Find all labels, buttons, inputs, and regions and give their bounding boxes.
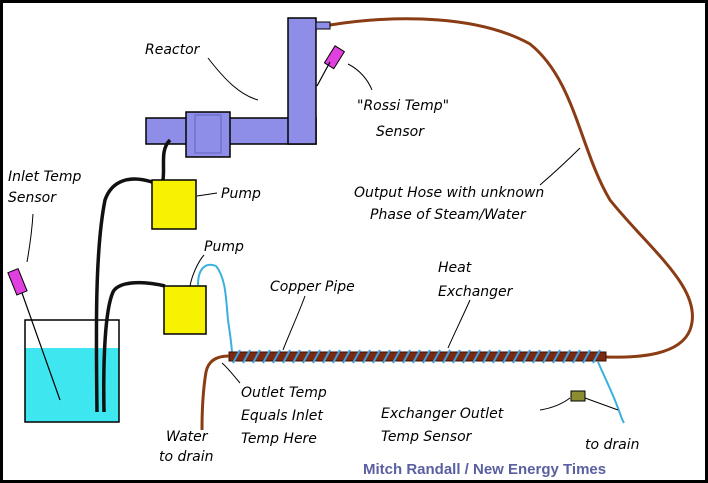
coil-turn xyxy=(592,349,601,364)
exchanger-drain-line xyxy=(597,361,625,424)
label-heat-exchanger-1: Heat xyxy=(438,260,472,276)
inlet-label-pointer xyxy=(26,213,34,263)
coil-turn xyxy=(332,349,341,364)
coil-turn xyxy=(582,349,591,364)
coil-turn xyxy=(472,349,481,364)
reactor-chamber-inner xyxy=(194,114,222,154)
coil-turn xyxy=(462,349,471,364)
bottom-pump-label-pointer xyxy=(189,254,205,287)
label-to-drain: to drain xyxy=(585,437,640,453)
top-pump-to-reactor-hose xyxy=(161,138,172,181)
tank-to-bottom-pump-hose xyxy=(102,280,166,413)
coil-turn xyxy=(232,349,241,364)
rossi-temp-sensor xyxy=(323,45,346,70)
coil-turn xyxy=(302,349,311,364)
exchanger-outlet-sensor-wire xyxy=(584,397,619,411)
coil-turn xyxy=(282,349,291,364)
coil-turn xyxy=(292,349,301,364)
exchanger-outlet-label-pointer xyxy=(539,397,571,411)
inlet-sensor-wire xyxy=(21,292,61,401)
rossi-label-pointer xyxy=(347,63,373,91)
label-pump-top: Pump xyxy=(221,186,261,202)
label-rossi-temp-2: Sensor xyxy=(376,124,425,140)
label-heat-exchanger-2: Exchanger xyxy=(438,284,514,300)
output-hose xyxy=(329,17,694,359)
coil-turn xyxy=(432,349,441,364)
coil-turn xyxy=(422,349,431,364)
coil-turn xyxy=(552,349,561,364)
top-pump-label-pointer xyxy=(196,192,218,197)
pump-to-exchanger-line xyxy=(197,263,233,356)
coil-turn xyxy=(512,349,521,364)
coil-turn xyxy=(522,349,531,364)
label-copper-pipe: Copper Pipe xyxy=(270,279,355,295)
reactor-chamber xyxy=(185,111,231,158)
coil-turn xyxy=(262,349,271,364)
label-outlet-temp-1: Outlet Temp xyxy=(241,385,327,401)
label-outlet-temp-2: Equals Inlet xyxy=(241,408,323,424)
label-rossi-temp-1: "Rossi Temp" xyxy=(357,98,449,114)
coil-turn xyxy=(382,349,391,364)
coil-turn xyxy=(372,349,381,364)
exchanger-outlet-sensor xyxy=(570,390,586,402)
copper-pipe-label-pointer xyxy=(282,295,306,351)
outlet-temp-label-pointer xyxy=(221,362,241,384)
coil-turn xyxy=(542,349,551,364)
label-exchanger-outlet-2: Temp Sensor xyxy=(381,429,473,445)
rossi-sensor-wire xyxy=(316,61,331,87)
coil-turn xyxy=(562,349,571,364)
exchanger-coil xyxy=(232,349,601,364)
tank-to-top-pump-hose xyxy=(94,177,153,413)
coil-turn xyxy=(352,349,361,364)
coil-turn xyxy=(392,349,401,364)
inlet-temp-sensor xyxy=(7,267,28,296)
coil-turn xyxy=(322,349,331,364)
coil-turn xyxy=(272,349,281,364)
tank-outline xyxy=(24,319,120,423)
coil-turn xyxy=(312,349,321,364)
coil-turn xyxy=(502,349,511,364)
label-water-drain-2: to drain xyxy=(159,449,214,465)
top-pump xyxy=(151,179,197,230)
reactor xyxy=(145,17,331,158)
coil-turn xyxy=(442,349,451,364)
credit-line: Mitch Randall / New Energy Times xyxy=(363,461,606,478)
coil-turn xyxy=(452,349,461,364)
coil-turn xyxy=(482,349,491,364)
label-inlet-temp-1: Inlet Temp xyxy=(8,169,82,185)
label-output-hose-1: Output Hose with unknown xyxy=(354,185,544,201)
label-exchanger-outlet-1: Exchanger Outlet xyxy=(381,406,504,422)
coil-turn xyxy=(362,349,371,364)
output-hose-label-pointer xyxy=(539,147,581,186)
reactor-outlet-nozzle xyxy=(315,21,331,30)
coil-turn xyxy=(492,349,501,364)
coil-turn xyxy=(412,349,421,364)
label-output-hose-2: Phase of Steam/Water xyxy=(370,207,527,223)
coil-turn xyxy=(342,349,351,364)
label-reactor: Reactor xyxy=(145,42,201,58)
reactor-vertical-chimney xyxy=(287,17,317,145)
heat-exchanger-label-pointer xyxy=(447,299,471,349)
coil-turn xyxy=(532,349,541,364)
coil-turn xyxy=(252,349,261,364)
water-drain-line xyxy=(200,354,230,431)
label-pump-bottom: Pump xyxy=(204,239,244,255)
coil-turn xyxy=(402,349,411,364)
bottom-pump xyxy=(163,285,207,335)
reactor-label-pointer xyxy=(207,57,259,101)
coil-turn xyxy=(242,349,251,364)
label-water-drain-1: Water xyxy=(166,429,209,445)
label-outlet-temp-3: Temp Here xyxy=(241,431,317,447)
label-inlet-temp-2: Sensor xyxy=(8,190,57,206)
coil-turn xyxy=(572,349,581,364)
